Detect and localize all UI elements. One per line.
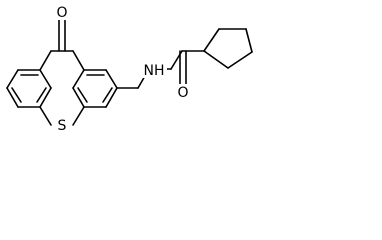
chemical-structure: O S NH O <box>6 4 253 134</box>
ketone-group <box>58 19 66 52</box>
sulfur-label: S <box>58 118 67 134</box>
carbonyl-oxygen-label: O <box>56 5 67 21</box>
right-benzene-ring <box>72 69 118 108</box>
left-benzene-ring <box>6 69 52 108</box>
central-ring <box>39 50 85 126</box>
amide-nitrogen-label: NH <box>144 63 165 79</box>
cyclopentane-ring <box>203 28 253 69</box>
amide-oxygen-label: O <box>177 85 188 101</box>
amide-carbonyl <box>179 50 187 85</box>
